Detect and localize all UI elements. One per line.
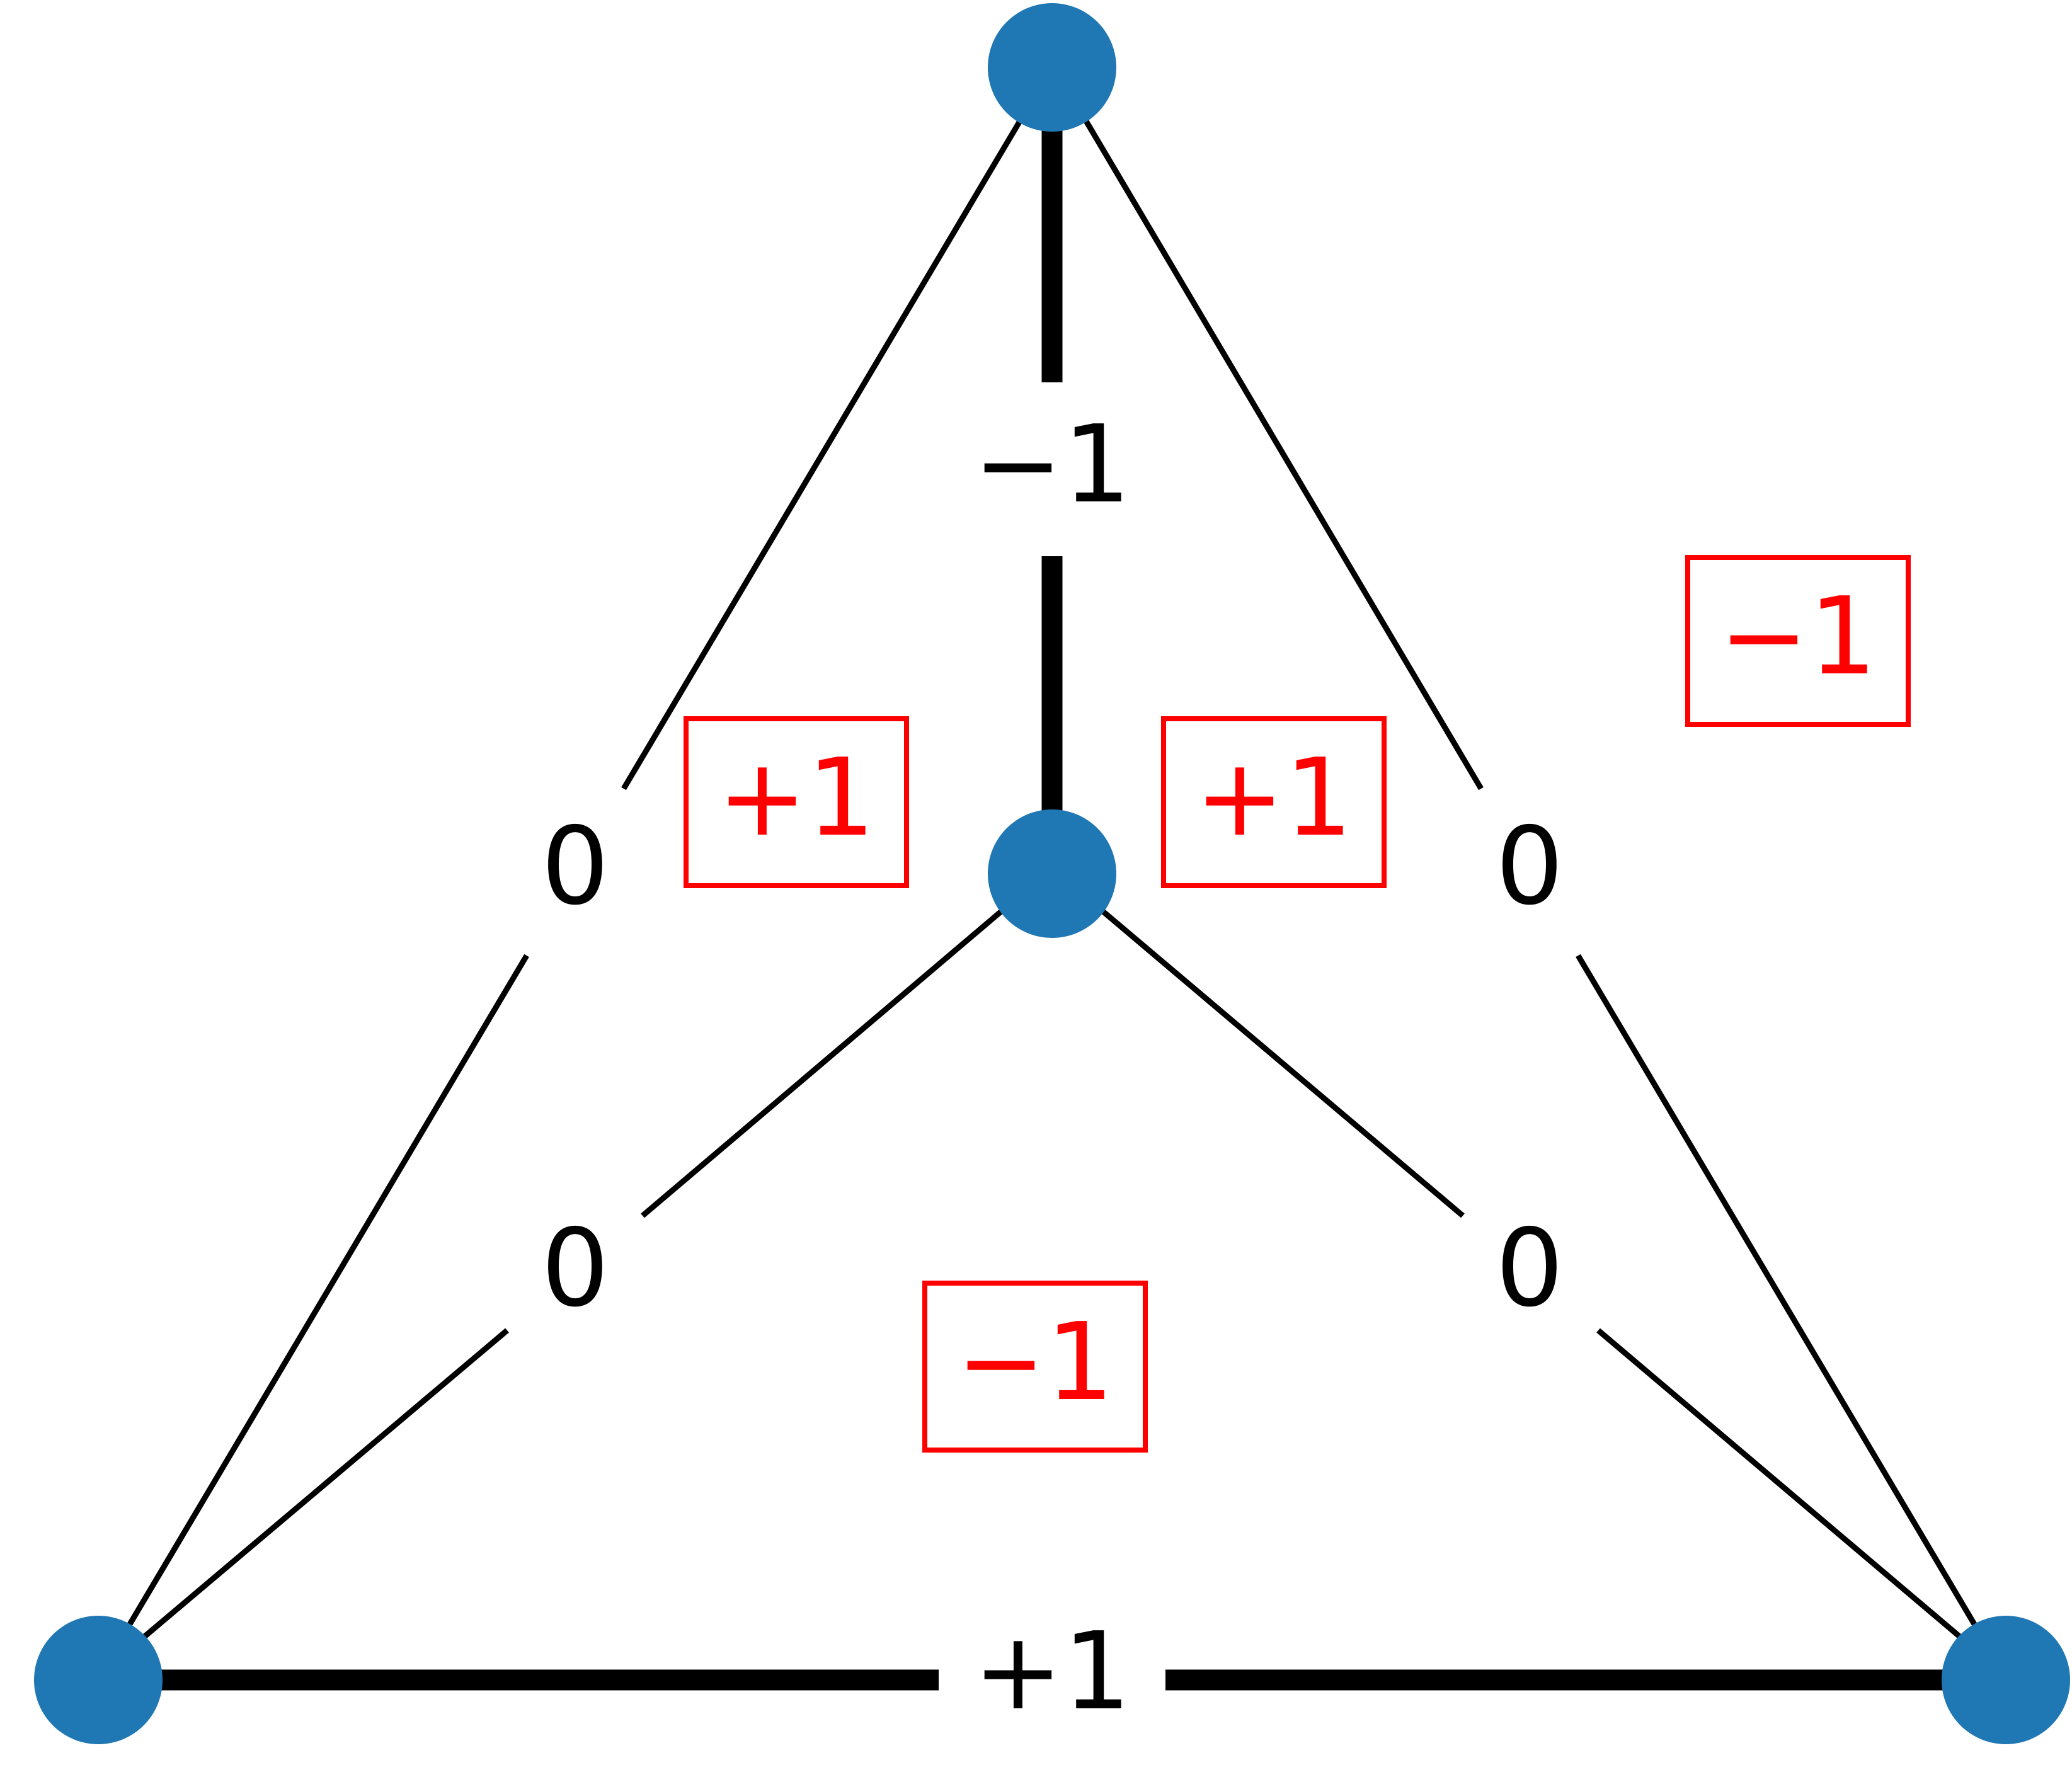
edge-top-bottom-right [1080, 113, 1982, 1635]
edge-label-top-bottom-right: 0 [1496, 804, 1564, 929]
edges [122, 67, 1982, 1691]
edge-label-top-bottom-left: 0 [541, 804, 609, 929]
node-top [988, 3, 1116, 132]
face-label-right-upper: +1 [1195, 736, 1353, 860]
nodes [34, 3, 2070, 1744]
edge-center-bottom-left [137, 906, 1007, 1644]
node-center [988, 809, 1116, 938]
face-bottom: −1 [922, 1281, 1148, 1453]
face-outer: −1 [1685, 555, 1911, 727]
edge-label-top-center: −1 [973, 403, 1131, 527]
face-labels: +1 +1 −1 −1 [684, 555, 1911, 1453]
edge-labels: −1 0 0 0 0 +1 [541, 403, 1564, 1734]
node-bottom-left [34, 1616, 163, 1744]
edge-label-bottom-left-bottom-right: +1 [973, 1609, 1131, 1734]
edge-label-center-bottom-left: 0 [541, 1206, 609, 1331]
node-bottom-right [1942, 1616, 2070, 1744]
face-label-outer: −1 [1719, 574, 1877, 699]
edge-center-bottom-right [1097, 906, 1967, 1644]
face-label-left-upper: +1 [718, 736, 876, 860]
edge-label-center-bottom-right: 0 [1496, 1206, 1564, 1331]
face-label-bottom: −1 [956, 1300, 1114, 1425]
edge-top-bottom-left [122, 113, 1026, 1635]
face-right-upper: +1 [1161, 716, 1387, 888]
face-left-upper: +1 [684, 716, 909, 888]
